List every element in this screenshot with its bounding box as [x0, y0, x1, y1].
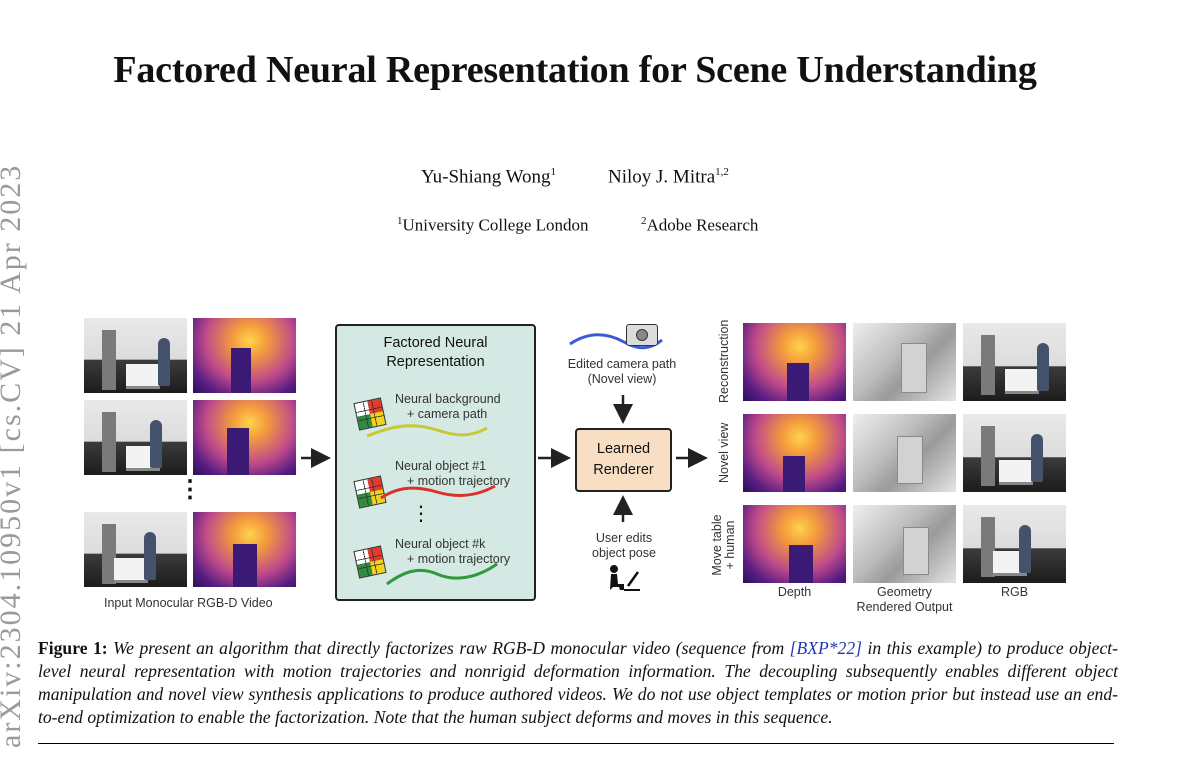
caption-citation-link[interactable]: [BXP*22] [789, 638, 862, 658]
row-label-move-table-human: Move table + human [710, 514, 737, 576]
item-background-label: Neural background + camera path [395, 392, 501, 422]
output-depth-reconstruction [743, 323, 846, 401]
camera-icon [626, 324, 658, 346]
caption-label: Figure 1: [38, 638, 108, 658]
footnote-rule [38, 743, 1114, 744]
camera-path-curve [569, 333, 663, 350]
object-1-trajectory-curve [380, 484, 496, 500]
user-edits-line1: User edits [595, 531, 653, 545]
author-1-sup: 1 [550, 166, 557, 178]
input-depth-frame-2 [193, 400, 296, 475]
edited-camera-label-line1: Edited camera path [567, 357, 677, 371]
rendered-output-label: Rendered Output [856, 600, 953, 614]
renderer-line1: Learned [596, 441, 651, 457]
user-edits-label: User edits object pose [572, 531, 676, 561]
affiliation-1-name: University College London [402, 215, 589, 235]
affiliation-2-sup: 2 [641, 215, 647, 227]
output-rgb-reconstruction [963, 323, 1066, 401]
item-object-1-line2: + motion trajectory [407, 474, 511, 488]
input-depth-frame-3 [193, 512, 296, 587]
figure-caption: Figure 1: We present an algorithm that d… [38, 637, 1118, 729]
output-rgb-edited [963, 505, 1066, 583]
background-trajectory-curve [366, 424, 488, 438]
input-rgb-frame-3 [84, 512, 187, 587]
item-object-k-line2: + motion trajectory [407, 552, 511, 566]
input-rgb-frame-2 [84, 400, 187, 475]
input-ellipsis: ⋮ [178, 477, 202, 503]
output-depth-edited [743, 505, 846, 583]
panel-title: Factored Neural Representation [383, 335, 488, 370]
author-2-sup: 1,2 [715, 166, 729, 178]
item-object-1-label: Neural object #1 + motion trajectory [395, 459, 510, 489]
learned-renderer-box: Learned Renderer [575, 428, 672, 492]
item-object-1-line1: Neural object #1 [395, 459, 487, 473]
affiliation-1: 1University College London [397, 215, 589, 236]
col-label-geometry: Geometry [877, 585, 932, 599]
input-rgb-frame-1 [84, 318, 187, 393]
output-geometry-novel-view [853, 414, 956, 492]
panel-curves [366, 424, 498, 586]
output-depth-novel-view [743, 414, 846, 492]
output-geometry-edited [853, 505, 956, 583]
output-geometry-reconstruction [853, 323, 956, 401]
object-ellipsis: ⋮ [411, 503, 431, 525]
figure-arrows [301, 395, 708, 522]
author-2-name: Niloy J. Mitra [608, 166, 716, 188]
input-video-label: Input Monocular RGB-D Video [104, 596, 273, 610]
author-1-name: Yu-Shiang Wong [421, 166, 551, 188]
user-at-computer-icon [610, 565, 640, 591]
item-background-line2: + camera path [407, 407, 488, 421]
caption-text-after: in this example) to produce object-level… [38, 638, 1119, 727]
figure-1: ⋮ Input Monocular RGB-D Video Factored N… [84, 318, 1066, 614]
col-label-depth: Depth [777, 585, 812, 599]
affiliation-2-name: Adobe Research [646, 215, 759, 235]
author-2: Niloy J. Mitra1,2 [608, 166, 729, 188]
item-background-line1: Neural background [395, 392, 501, 406]
edited-camera-label: Edited camera path (Novel view) [562, 357, 682, 387]
affiliation-1-sup: 1 [397, 215, 403, 227]
object-k-trajectory-curve [386, 562, 498, 586]
user-edits-line2: object pose [592, 546, 656, 560]
renderer-line2: Renderer [593, 462, 654, 478]
input-depth-frame-1 [193, 318, 296, 393]
affiliation-2: 2Adobe Research [641, 215, 758, 236]
output-rgb-novel-view [963, 414, 1066, 492]
row-label-reconstruction: Reconstruction [717, 319, 731, 403]
paper-title: Factored Neural Representation for Scene… [113, 49, 1037, 91]
row-label-novel-view: Novel view [717, 422, 731, 483]
caption-text-before: We present an algorithm that directly fa… [107, 638, 790, 658]
col-label-rgb: RGB [1000, 585, 1029, 599]
author-1: Yu-Shiang Wong1 [421, 166, 556, 188]
item-object-k-label: Neural object #k + motion trajectory [395, 537, 510, 567]
edited-camera-label-line2: (Novel view) [587, 372, 657, 386]
factored-representation-panel: Factored Neural Representation Neural ba… [335, 324, 536, 601]
item-object-k-line1: Neural object #k [395, 537, 486, 551]
